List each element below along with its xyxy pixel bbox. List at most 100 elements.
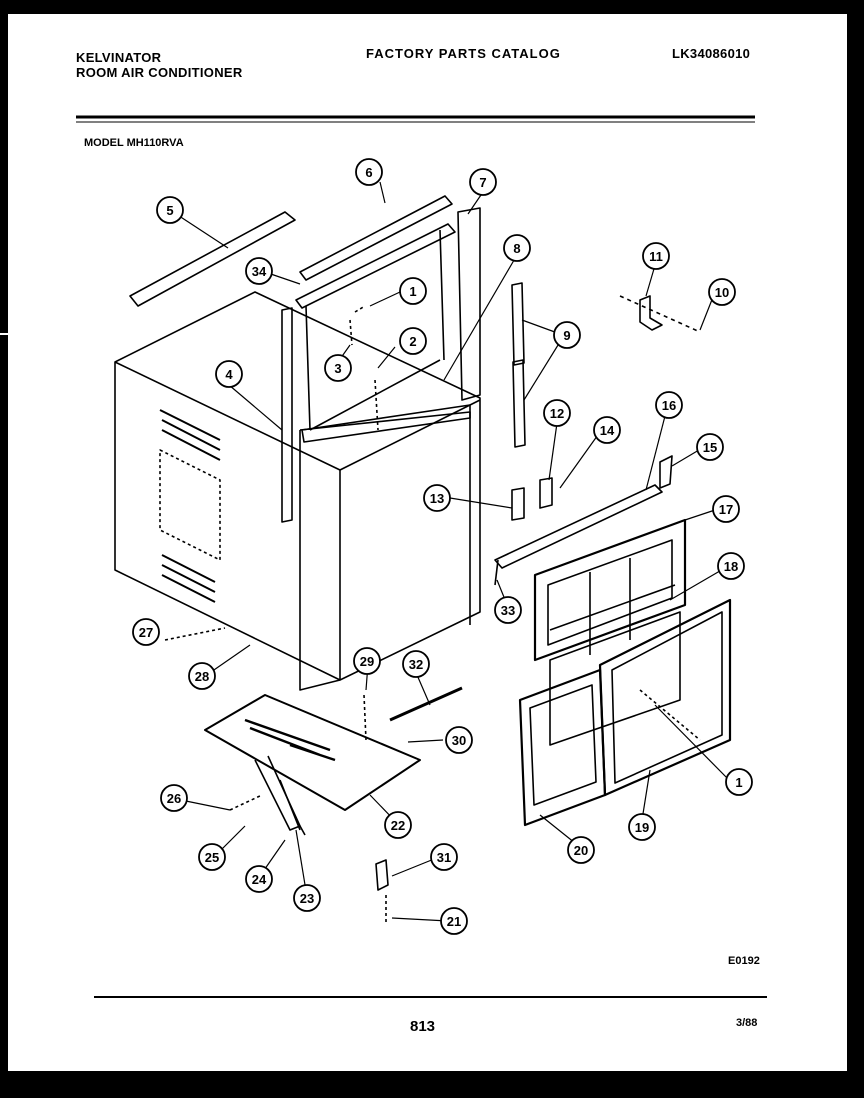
- callout-circle: [725, 768, 753, 796]
- page-area: [8, 14, 847, 1071]
- callout-25: 25: [198, 843, 226, 871]
- callout-label: 5: [166, 203, 173, 218]
- frame-7: [457, 207, 481, 401]
- callout-7: 7: [469, 168, 497, 196]
- callout-layer: 1123456789101112131415161718192021222324…: [132, 158, 753, 935]
- callout-circle: [215, 360, 243, 388]
- callout-label: 1: [735, 775, 742, 790]
- part-drawings: [114, 195, 732, 925]
- cabinet-housing: [114, 291, 481, 681]
- catalog-title: FACTORY PARTS CATALOG: [366, 46, 561, 61]
- callout-label: 16: [662, 398, 676, 413]
- callout-3: 3: [324, 354, 352, 382]
- callout-6: 6: [355, 158, 383, 186]
- callout-label: 10: [715, 285, 729, 300]
- callout-circle: [642, 242, 670, 270]
- callout-circle: [469, 168, 497, 196]
- callout-label: 12: [550, 406, 564, 421]
- callout-circle: [543, 399, 571, 427]
- callout-label: 28: [195, 669, 209, 684]
- callout-circle: [430, 843, 458, 871]
- callout-label: 7: [479, 175, 486, 190]
- rail-5: [129, 211, 296, 307]
- strip-9a: [511, 282, 525, 366]
- callout-32: 32: [402, 650, 430, 678]
- catalog-id: LK34086010: [672, 46, 751, 61]
- callout-label: 25: [205, 850, 219, 865]
- model-line: MODEL MH110RVA: [84, 137, 184, 149]
- callout-circle: [156, 196, 184, 224]
- rail-6: [299, 195, 453, 281]
- callout-4: 4: [215, 360, 243, 388]
- callout-31: 31: [430, 843, 458, 871]
- callout-circle: [494, 596, 522, 624]
- callout-16: 16: [655, 391, 683, 419]
- callout-circle: [567, 836, 595, 864]
- callout-label: 4: [225, 367, 233, 382]
- revision-date: 3/88: [736, 1017, 758, 1029]
- callout-label: 8: [513, 241, 520, 256]
- rod-32: [389, 686, 463, 722]
- callout-label: 33: [501, 603, 515, 618]
- callout-34: 34: [245, 257, 273, 285]
- callout-label: 32: [409, 657, 423, 672]
- callout-17: 17: [712, 495, 740, 523]
- callout-circle: [324, 354, 352, 382]
- callout-label: 34: [252, 264, 267, 279]
- callout-label: 22: [391, 818, 405, 833]
- callout-circle: [188, 662, 216, 690]
- callout-23: 23: [293, 884, 321, 912]
- callout-label: 30: [452, 733, 466, 748]
- callout-circle: [355, 158, 383, 186]
- callout-label: 14: [600, 423, 615, 438]
- callout-12: 12: [543, 399, 571, 427]
- callout-circle: [160, 784, 188, 812]
- brand-name: KELVINATOR: [76, 50, 162, 65]
- callout-circle: [402, 650, 430, 678]
- callout-label: 15: [703, 440, 717, 455]
- callout-18: 18: [717, 552, 745, 580]
- callout-label: 20: [574, 843, 588, 858]
- brand-block: KELVINATOR ROOM AIR CONDITIONER: [76, 50, 243, 80]
- callout-circle: [293, 884, 321, 912]
- base-tray-22: [204, 694, 421, 811]
- drawing-code: E0192: [728, 955, 760, 967]
- callout-circle: [696, 433, 724, 461]
- callout-21: 21: [440, 907, 468, 935]
- callout-8: 8: [503, 234, 531, 262]
- callout-label: 6: [365, 165, 372, 180]
- callout-label: 29: [360, 654, 374, 669]
- hinge-12: [539, 477, 553, 509]
- callout-label: 26: [167, 791, 181, 806]
- callout-label: 11: [649, 249, 663, 264]
- callout-14: 14: [593, 416, 621, 444]
- callout-label: 21: [447, 914, 461, 929]
- callout-circle: [445, 726, 473, 754]
- callout-11: 11: [642, 242, 670, 270]
- clip-13: [511, 487, 525, 521]
- callout-5: 5: [156, 196, 184, 224]
- callout-1: 1: [399, 277, 427, 305]
- callout-circle: [553, 321, 581, 349]
- callout-10: 10: [708, 278, 736, 306]
- callout-label: 27: [139, 625, 153, 640]
- spring-15: [659, 455, 673, 489]
- callout-label: 3: [334, 361, 341, 376]
- callout-29: 29: [353, 647, 381, 675]
- callout-label: 19: [635, 820, 649, 835]
- strip-4: [281, 307, 293, 523]
- callout-28: 28: [188, 662, 216, 690]
- callout-label: 17: [719, 502, 733, 517]
- callout-2: 2: [399, 327, 427, 355]
- callout-33: 33: [494, 596, 522, 624]
- filter-18: [549, 611, 681, 746]
- callout-circle: [245, 257, 273, 285]
- callout-9: 9: [553, 321, 581, 349]
- callout-13: 13: [423, 484, 451, 512]
- callout-label: 31: [437, 850, 451, 865]
- callout-26: 26: [160, 784, 188, 812]
- front-grille-17: [533, 518, 687, 662]
- callout-label: 13: [430, 491, 444, 506]
- bar-16: [494, 484, 663, 569]
- callout-label: 24: [252, 872, 267, 887]
